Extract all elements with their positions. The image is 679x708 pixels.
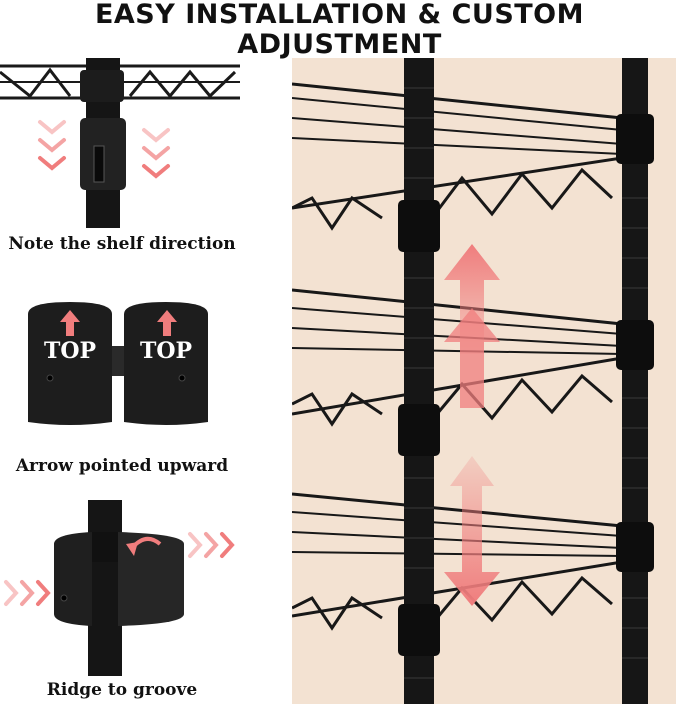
curved-arrow-icon: [126, 536, 162, 556]
right-chevron-arrows: [188, 532, 235, 558]
down-chevron-arrows: [142, 128, 170, 179]
sleeve-top-label: TOP: [139, 338, 193, 364]
step-caption: Note the shelf direction: [8, 234, 236, 254]
up-arrow-icon: [444, 244, 500, 354]
up-down-arrow-icon: [444, 308, 500, 408]
step-caption: Ridge to groove: [46, 680, 198, 700]
down-chevron-arrows: [38, 120, 66, 171]
shelf-corner-closeup: [0, 58, 244, 228]
ridge-groove-illustration: [0, 500, 244, 676]
page-headline: EASY INSTALLATION & CUSTOM ADJUSTMENT: [94, 0, 585, 60]
sleeve-top-label: TOP: [43, 338, 97, 364]
shelving-unit-photo: [291, 58, 676, 704]
down-arrow-icon: [444, 456, 500, 606]
up-arrow-icon: [60, 310, 80, 336]
right-chevron-arrows: [4, 580, 51, 606]
up-arrow-icon: [157, 310, 177, 336]
step-caption: Arrow pointed upward: [15, 456, 229, 476]
top-sleeves-illustration: TOP TOP: [20, 300, 230, 430]
